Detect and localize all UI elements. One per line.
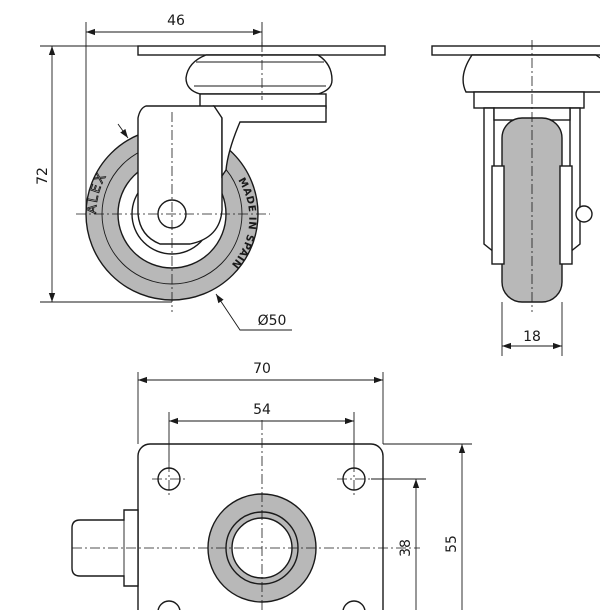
top-plate-side [137, 45, 386, 56]
dim-wheel-width: 18 [523, 329, 541, 345]
bolt-hole [157, 600, 181, 610]
dim-plate-width: 70 [253, 361, 271, 377]
top-view: 70 54 38 55 [71, 361, 472, 610]
dim-mount-width: 46 [167, 13, 185, 29]
dim-hole-spacing-x: 54 [253, 402, 271, 418]
front-view: 18 [431, 40, 600, 356]
side-view: ALEX MADE IN SPAIN 46 72 Ø50 [35, 13, 386, 331]
bolt-hole [342, 600, 366, 610]
dim-hole-spacing-y: 38 [398, 539, 414, 557]
dim-plate-depth: 55 [444, 535, 460, 553]
dim-height: 72 [35, 167, 51, 185]
swivel-housing [185, 54, 333, 95]
dim-wheel-diameter: Ø50 [258, 313, 287, 329]
